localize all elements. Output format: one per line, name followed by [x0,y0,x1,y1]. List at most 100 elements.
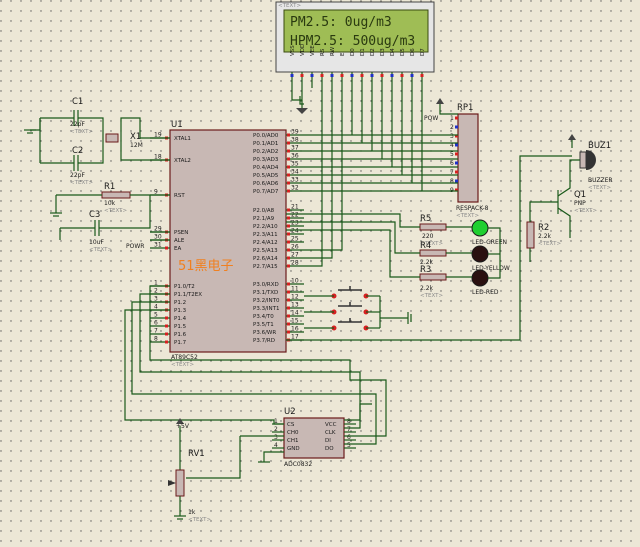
svg-text:4: 4 [154,304,158,311]
svg-text:21: 21 [291,204,299,211]
lcd-line2: HPM2.5: 500ug/m3 [290,34,415,49]
svg-text:P2.5/A13: P2.5/A13 [253,248,278,254]
svg-text:D2: D2 [370,48,376,56]
svg-text:6: 6 [347,434,351,441]
svg-text:4: 4 [274,442,278,449]
pushbutton[interactable] [304,286,380,299]
svg-text:17: 17 [291,334,299,341]
lcd-module[interactable]: PM2.5: 0ug/m3 HPM2.5: 500ug/m3 <TEXT> VS… [275,1,435,114]
svg-text:27: 27 [291,252,299,259]
c2-ref: C2 [72,146,83,156]
buzzer-buz1[interactable]: BUZ1 BUZZER <TEXT> [568,134,613,191]
rp1-ref: RP1 [457,103,473,113]
lcd-pin: D7 [420,48,426,88]
r1-ref: R1 [104,182,115,192]
svg-text:6: 6 [154,320,158,327]
crystal-x1[interactable]: X1 12M [102,130,143,149]
led-green-label: LED-GREEN [472,239,507,246]
svg-text:P0.5/AD5: P0.5/AD5 [253,173,279,179]
svg-text:CLK: CLK [325,430,336,436]
lcd-pin: D6 [410,48,416,88]
svg-text:19: 19 [154,132,162,139]
svg-text:24: 24 [291,228,299,235]
r4-value: 2.2k [420,259,434,266]
svg-text:P0.7/AD7: P0.7/AD7 [253,189,279,195]
pushbutton[interactable] [304,302,380,315]
svg-text:VEE: VEE [310,45,316,56]
svg-text:<TEXT>: <TEXT> [574,208,597,214]
svg-text:P1.0/T2: P1.0/T2 [174,284,195,290]
adc-wiring: +5V [124,285,387,479]
c1-value: 22pF [70,121,85,128]
svg-text:5: 5 [347,442,351,449]
buzzer-wiring [286,155,572,341]
c1-ref: C1 [72,97,83,107]
x1-ref: X1 [130,132,141,142]
svg-text:P2.3/A11: P2.3/A11 [253,232,278,238]
buz1-value: BUZZER [588,177,613,184]
svg-text:7: 7 [347,426,351,433]
r5-ref: R5 [420,214,431,224]
svg-text:RST: RST [174,193,185,199]
svg-text:18: 18 [154,154,162,161]
svg-text:P1.5: P1.5 [174,324,187,330]
lcd-pin: VDD [300,44,306,88]
svg-text:P1.4: P1.4 [174,316,187,322]
svg-text:<TEXT>: <TEXT> [538,241,561,247]
svg-text:D5: D5 [400,48,406,56]
potentiometer-rv1[interactable]: RV1 1k <TEXT> [168,449,211,523]
svg-text:GND: GND [287,446,300,452]
svg-text:25: 25 [291,236,299,243]
svg-text:<TEXT>: <TEXT> [188,517,211,523]
svg-text:38: 38 [291,137,299,144]
svg-text:P0.1/AD1: P0.1/AD1 [253,141,278,147]
svg-text:P2.0/A8: P2.0/A8 [253,208,275,214]
r4-ref: R4 [420,241,431,251]
r3-ref: R3 [420,265,431,275]
outer-wiring [299,96,304,105]
x1-value: 12M [130,142,143,149]
svg-text:P0.4/AD4: P0.4/AD4 [253,165,279,171]
u1-microcontroller[interactable]: U1 AT89C52 <TEXT> 19XTAL118XTAL29RST29PS… [150,120,304,368]
svg-text:CS: CS [287,422,295,428]
p0-bus-wires [304,88,458,267]
pushbuttons[interactable] [304,286,412,331]
svg-text:P1.3: P1.3 [174,308,187,314]
svg-text:<TEXT>: <TEXT> [420,241,443,247]
q1-ref: Q1 [574,190,586,200]
svg-text:37: 37 [291,145,299,152]
svg-text:P0.2/AD2: P0.2/AD2 [253,149,278,155]
svg-text:16: 16 [291,326,299,333]
transistor-q1[interactable]: Q1 PNP <TEXT> [529,176,597,230]
watermark: 51黑电子 [178,259,234,274]
r3-value: 2.2k [420,285,434,292]
svg-text:EA: EA [174,246,181,252]
c3-value: 10uF [89,239,104,246]
svg-text:XTAL1: XTAL1 [174,136,191,142]
lcd-pin: D5 [400,48,406,88]
svg-text:13: 13 [291,302,299,309]
buz1-ref: BUZ1 [588,141,611,151]
rv1-ref: RV1 [188,449,205,459]
u1-text-placeholder: <TEXT> [171,362,194,368]
svg-text:P3.2/INT0: P3.2/INT0 [253,298,280,304]
lcd-pin: D2 [370,48,376,88]
svg-text:ALE: ALE [174,238,185,244]
svg-text:P3.7/RD: P3.7/RD [253,338,275,344]
svg-text:P3.3/INT1: P3.3/INT1 [253,306,280,312]
pushbutton[interactable] [304,318,380,331]
svg-text:8: 8 [347,418,351,425]
svg-text:22: 22 [291,212,299,219]
svg-text:3: 3 [274,434,278,441]
svg-text:PSEN: PSEN [174,230,188,236]
